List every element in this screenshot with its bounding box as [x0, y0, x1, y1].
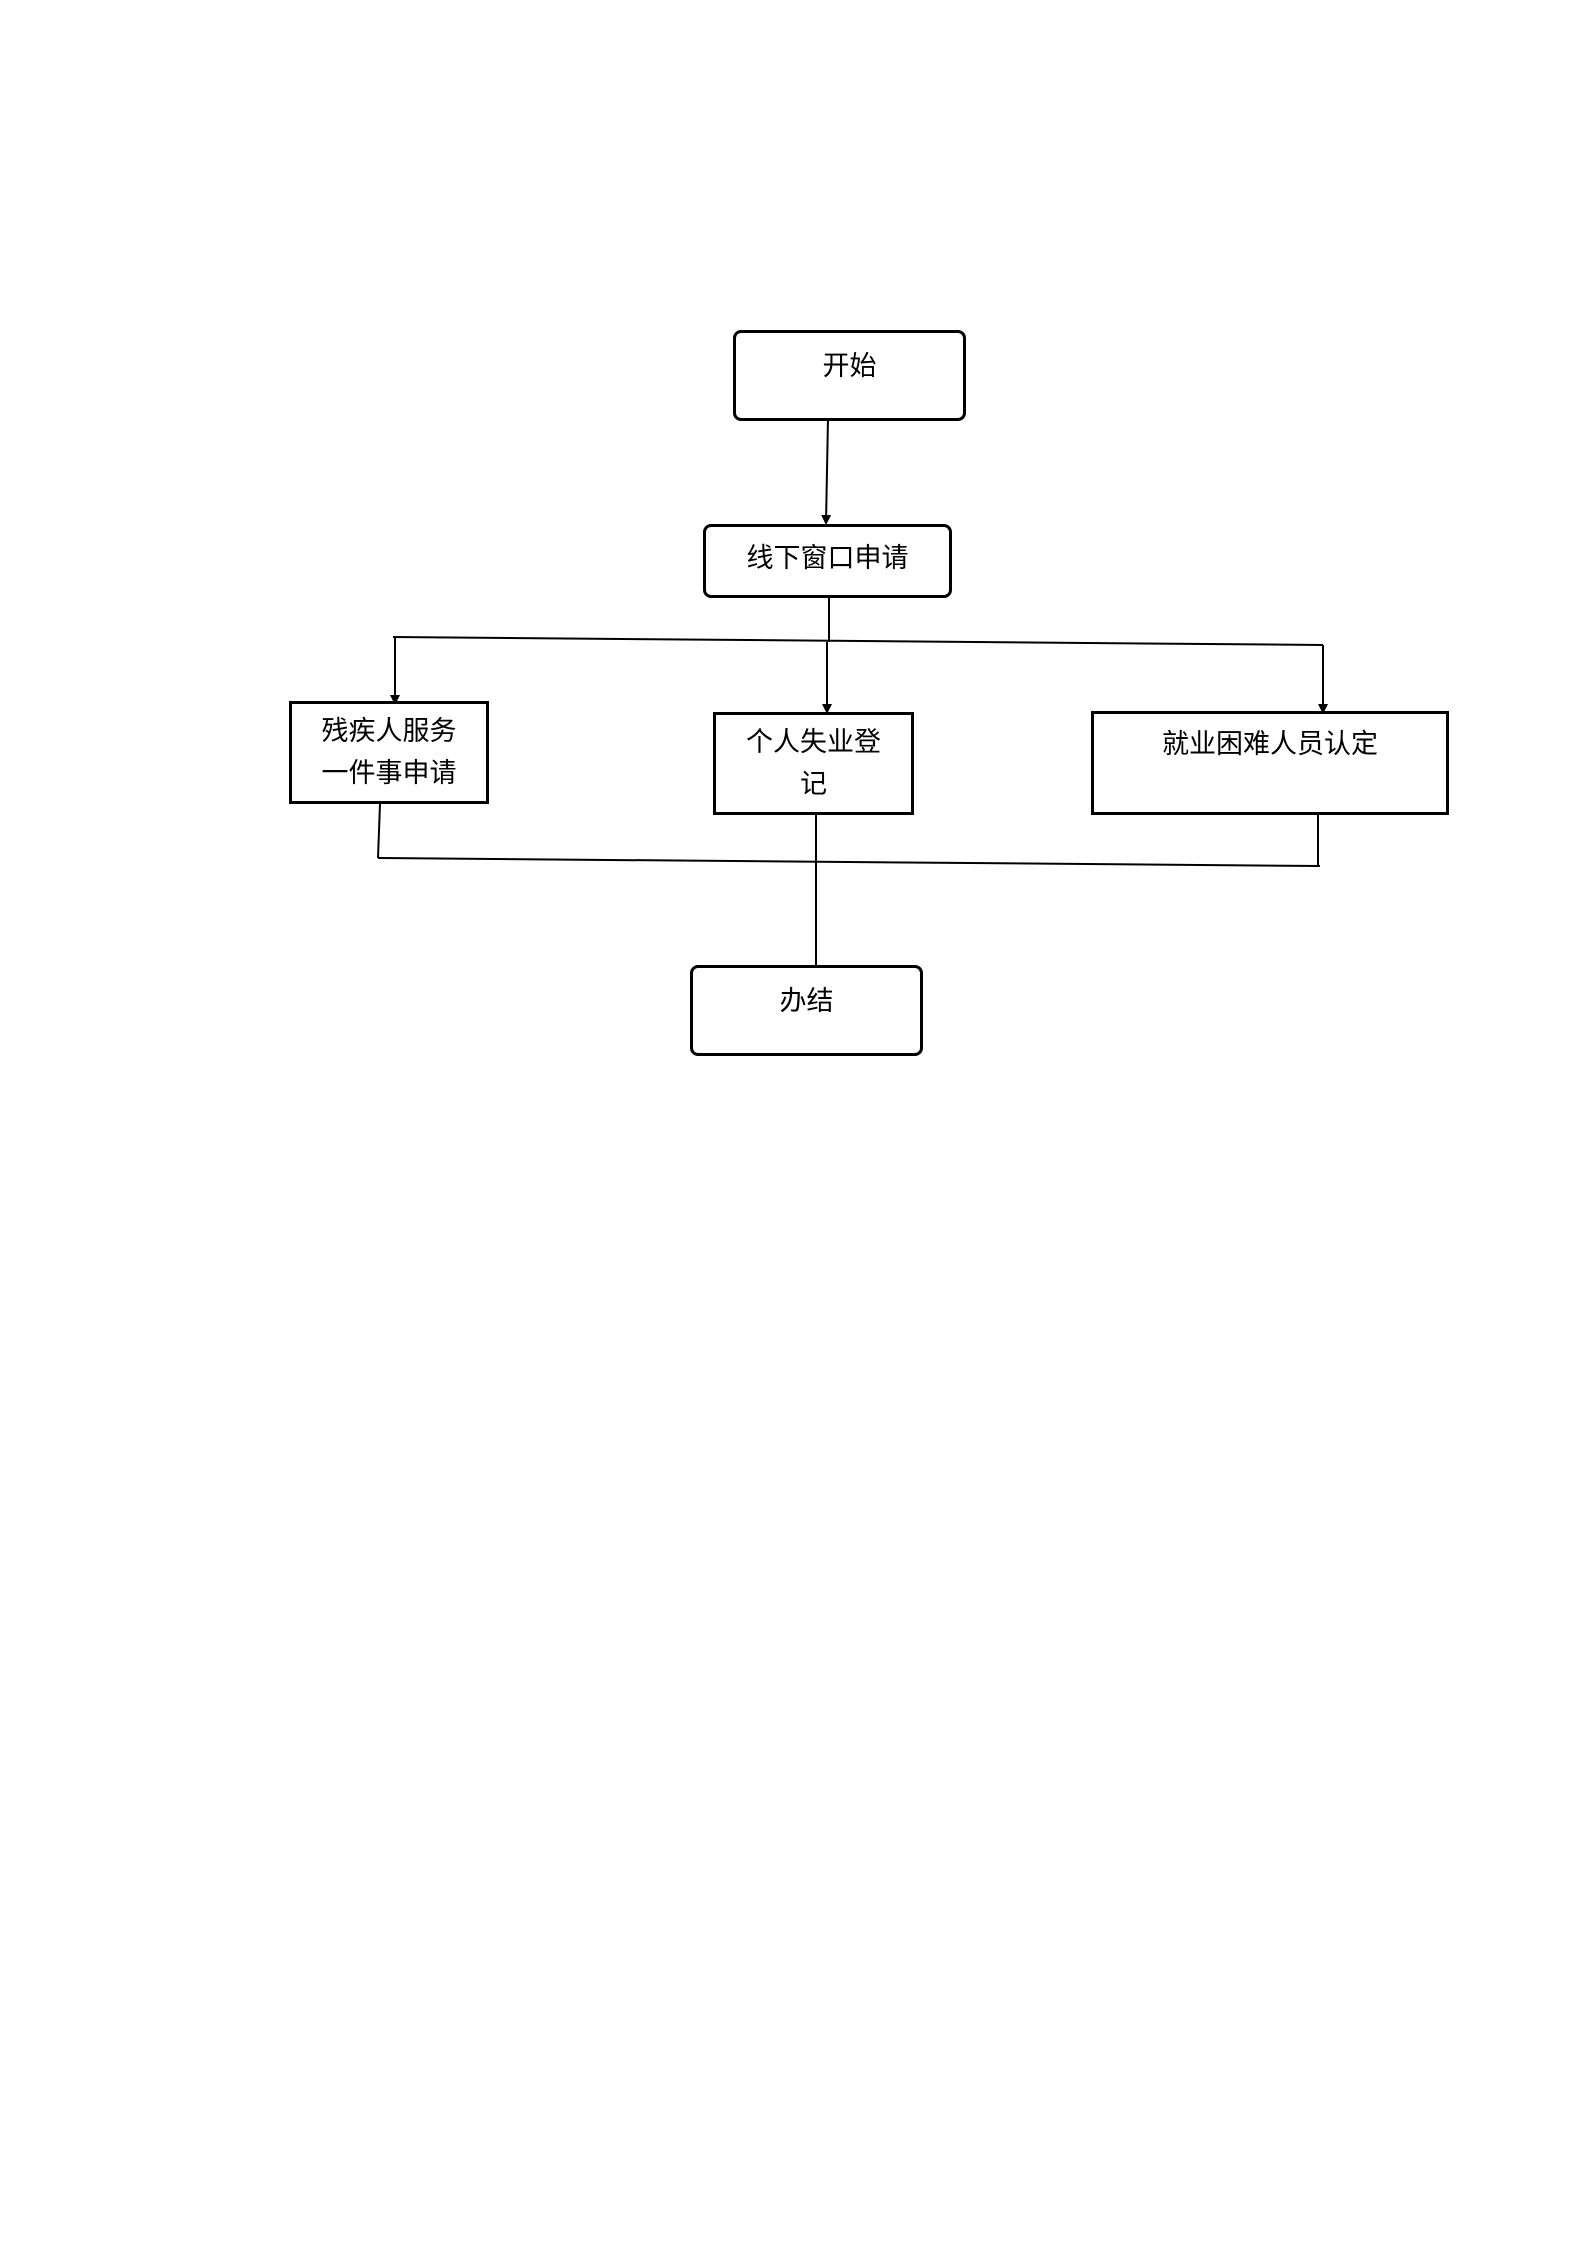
node-start-label: 开始: [822, 350, 877, 382]
node-employment-difficulty-label: 就业困难人员认定: [1162, 729, 1378, 760]
node-unemployment-registration-line1: 个人失业登: [746, 726, 881, 758]
line-from-disabled-service: [377, 803, 381, 859]
node-offline-window-application: 线下窗口申请: [703, 524, 952, 598]
node-disabled-service-line1: 残疾人服务: [321, 715, 457, 747]
node-start: 开始: [733, 330, 966, 421]
node-finish-label: 办结: [779, 985, 834, 1017]
arrow-start-to-offline-window: [821, 417, 832, 525]
node-unemployment-registration: 个人失业登 记: [713, 712, 914, 815]
node-disabled-service-line2: 一件事申请: [321, 757, 457, 789]
line-merge-bar: [377, 857, 1321, 867]
node-employment-difficulty-identification: 就业困难人员认定: [1091, 711, 1449, 815]
line-split-bar: [392, 636, 1324, 646]
node-finish: 办结: [690, 965, 923, 1056]
node-offline-window-label: 线下窗口申请: [746, 543, 909, 574]
node-disabled-service-application: 残疾人服务 一件事申请: [289, 701, 489, 804]
node-unemployment-registration-line2: 记: [800, 768, 827, 800]
